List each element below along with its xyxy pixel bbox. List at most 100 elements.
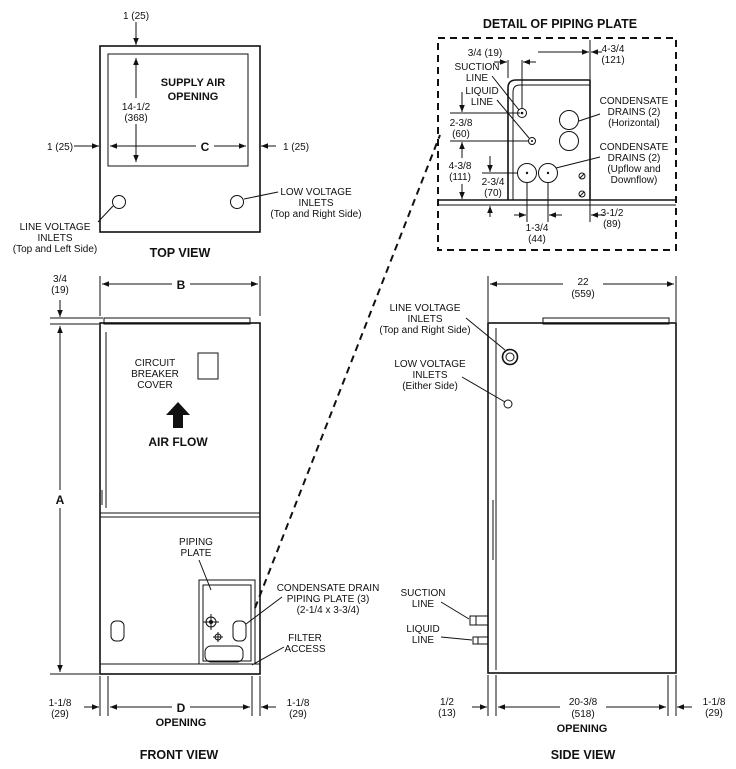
side-line-voltage-inlet-inner [505,352,515,362]
d3-12-label-2: (89) [603,219,621,230]
piping-plate-inner-edge [512,84,590,200]
low-voltage-leader [243,191,279,200]
front-drain-plate-right [232,620,247,642]
front-opening-label: OPENING [156,717,207,729]
cdp-label-1: CONDENSATE DRAIN [277,583,380,594]
d4-38-label-2: (111) [449,172,471,183]
filter-label-1: FILTER [288,633,322,644]
cdp-label-3: (2-1/4 x 3-3/4) [297,605,360,616]
side-lvi-label-1: LINE VOLTAGE [390,303,461,314]
side-cabinet-outline [487,322,677,674]
cdh-label-1: CONDENSATE [600,96,669,107]
a-label-bg [52,490,68,508]
d34-label: 3/4 (19) [468,48,502,59]
detail-title: DETAIL OF PIPING PLATE [483,17,637,31]
front-view-title: FRONT VIEW [140,748,219,762]
top-view-title: TOP VIEW [150,246,211,260]
front-view: CIRCUIT BREAKER COVER AIR FLOW PIPING PL… [49,274,380,762]
circuit-breaker-cover [197,352,219,380]
top-lowv-label-1: LOW VOLTAGE [280,187,352,198]
condensate-drain-horizontal-1 [559,110,579,130]
side-lowv-label-2: INLETS [412,370,447,381]
side-liquid-label-2: LINE [412,635,435,646]
top-view: 1 (25) 1 (25) 1 (25) 14-1/2 (368) C SUPP… [13,11,362,260]
supply-air-opening [107,53,249,167]
top-lvi-label-2: INLETS [37,233,72,244]
front-drain-plate-left [110,620,125,642]
d-label-bg [172,699,190,715]
d1-34-label-2: (44) [528,234,546,245]
upflow-drain-center-1 [525,171,529,175]
front-bl-label-2: (29) [51,709,69,720]
detail-liquid-label-2: LINE [471,97,494,108]
top-lowv-label-2: INLETS [298,198,333,209]
top-height-label-bg [116,98,156,124]
top-left-dim-label: 1 (25) [47,142,73,153]
supply-air-label-1: SUPPLY AIR [161,77,225,89]
detail-suction-label-1: SUCTION [455,62,500,73]
front-br-label-1: 1-1/8 [287,698,310,709]
pp-leader [198,559,212,591]
b-label-bg [172,276,190,292]
cdu-label-3: (Upflow and [607,164,660,175]
top-lvi-label-1: LINE VOLTAGE [20,222,91,233]
d2-38-label-1: 2-3/8 [450,118,473,129]
detail-suction-label-2: LINE [466,73,489,84]
d4-34-label-1: 4-3/4 [602,44,625,55]
liquid-line-hole-center [531,140,533,142]
d1-34-label-1: 1-3/4 [526,223,549,234]
side-lvi-label-3: (Top and Right Side) [379,325,470,336]
side-lowv-leader [461,376,506,403]
detail-liquid-label-1: LIQUID [465,86,498,97]
line-voltage-leader [97,205,114,223]
side-liquid-label-1: LIQUID [406,624,439,635]
cdu-label-4: Downflow) [611,175,658,186]
air-flow-arrow-icon [166,402,190,428]
cdu-leader [555,156,601,169]
cdu-label-1: CONDENSATE [600,142,669,153]
top-view-outline [99,45,261,233]
side-suction-label-1: SUCTION [401,588,446,599]
front-bl-label-1: 1-1/8 [49,698,72,709]
air-flow-label: AIR FLOW [148,435,208,449]
plate-screw-1-slot [579,173,585,179]
front-cabinet-outline [99,322,261,675]
side-suction-stub [469,615,489,626]
plate-screw-2 [578,190,586,198]
plate-screw-2-slot [579,191,585,197]
side-lvi-label-2: INLETS [407,314,442,325]
top-lowv-label-3: (Top and Right Side) [270,209,361,220]
low-voltage-inlet-hole [230,195,244,209]
top-c-label-bg [196,138,214,154]
condensate-drain-horizontal-2 [559,131,579,151]
side-suction-label-2: LINE [412,599,435,610]
top-height-label-2: (368) [124,113,147,124]
cb-label-2: BREAKER [131,369,179,380]
front-top-flange [103,317,251,325]
side-liquid-stub [472,636,489,645]
d2-34-label-1: 2-3/4 [482,177,505,188]
front-top-dim-label-1: 3/4 [53,274,67,285]
cb-label-3: COVER [137,380,173,391]
cdp-label-2: PIPING PLATE (3) [287,594,370,605]
filter-label-2: ACCESS [284,644,325,655]
filter-leader [251,646,285,666]
side-br-label-1: 1-1/8 [703,697,726,708]
front-piping-plate-inner [202,584,252,662]
top-dim-label: 1 (25) [123,11,149,22]
side-top-flange [542,317,670,325]
front-br-label-2: (29) [289,709,307,720]
side-opening-label: OPENING [557,723,608,735]
side-bl-label-1: 1/2 [440,697,454,708]
detail-liquid-leader [496,99,530,139]
plate-screw-1 [578,172,586,180]
front-piping-plate-frame [198,579,256,665]
piping-plate-outline [507,79,591,200]
d-label: D [177,701,186,715]
top-lvi-label-3: (Top and Left Side) [13,244,98,255]
d4-38-label-1: 4-3/8 [449,161,472,172]
suction-line-hole-center [520,111,524,115]
cdh-label-3: (Horizontal) [608,118,660,129]
side-lowv-label-3: (Either Side) [402,381,458,392]
